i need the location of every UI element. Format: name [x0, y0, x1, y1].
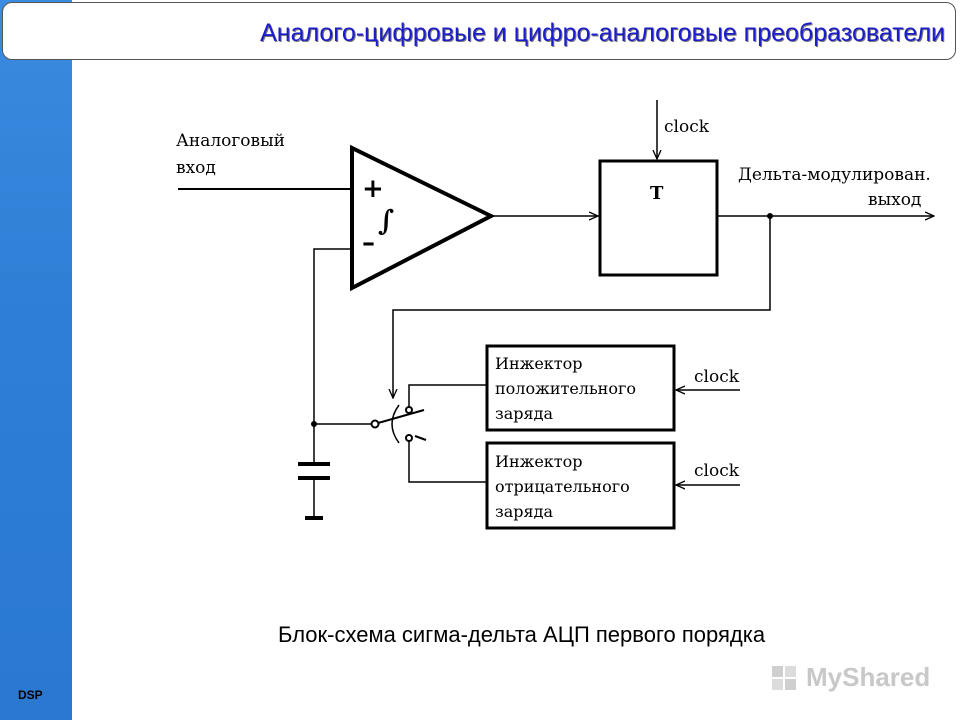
- pos-injector-wire: [408, 384, 487, 407]
- flipflop-label: T: [650, 183, 664, 204]
- pos-injector-line1: Инжектор: [495, 354, 583, 373]
- switch-pivot: [370, 419, 380, 429]
- input-label-line2: вход: [176, 158, 216, 178]
- output-label-line2: выход: [868, 190, 921, 210]
- integrator-amp: [350, 144, 496, 292]
- pos-injector-block: [485, 344, 676, 432]
- output-label-line1: Дельта-модулирован.: [738, 165, 931, 185]
- left-accent-bar: [0, 0, 72, 720]
- diagram-caption: Блок-схема сигма-дельта АЦП первого поря…: [278, 622, 766, 647]
- pos-injector-line2: положительного: [495, 379, 636, 398]
- clock-neg-label: clock: [694, 461, 740, 481]
- input-label-line1: Аналоговый: [176, 131, 285, 151]
- title-banner: Аналого-цифровые и цифро-аналоговые прео…: [2, 2, 956, 60]
- watermark: MyShared: [770, 660, 930, 694]
- watermark-logo-icon: [772, 666, 796, 690]
- clock-top-label: clock: [664, 117, 710, 137]
- plus-sign: +: [362, 174, 384, 204]
- neg-injector-wire: [408, 441, 487, 483]
- slide-title: Аналого-цифровые и цифро-аналоговые прео…: [260, 19, 945, 47]
- watermark-text: MyShared: [806, 662, 931, 692]
- switch-arc: [391, 404, 400, 444]
- minus-input-wire: [313, 248, 352, 462]
- footer-label: DSP: [18, 688, 43, 702]
- clock-pos-label: clock: [694, 367, 740, 387]
- switch-stub-bottom: [414, 435, 427, 441]
- integrator-symbol: ∫: [378, 204, 394, 237]
- neg-injector-line2: отрицательного: [495, 477, 630, 496]
- neg-injector-line3: заряда: [495, 502, 553, 521]
- minus-sign: –: [362, 228, 375, 258]
- pos-injector-line3: заряда: [495, 404, 553, 423]
- switch-blade: [377, 409, 425, 424]
- feedback-wire: [393, 216, 771, 398]
- neg-injector-block: [485, 441, 676, 530]
- flipflop-block: [598, 159, 719, 277]
- switch-contact-bottom: [405, 434, 413, 442]
- neg-injector-line1: Инжектор: [495, 452, 583, 471]
- switch-contact-top: [405, 406, 413, 414]
